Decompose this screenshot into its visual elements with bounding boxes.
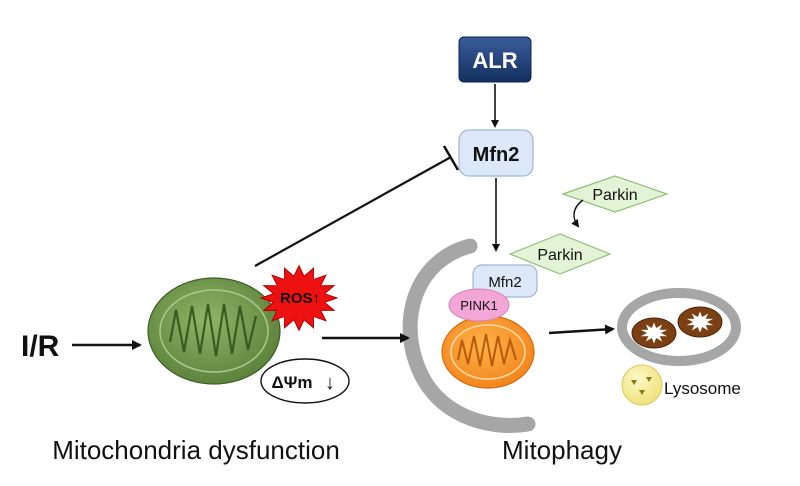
parkin-node-2: Parkin (508, 233, 612, 275)
damaged-mitochondrion (441, 315, 535, 389)
ros-label: ROS↑ (280, 290, 320, 307)
phagophore-membrane (402, 238, 536, 433)
ir-label: I/R (21, 330, 60, 363)
mitophagy-to-autolysosome-arrow (548, 324, 615, 335)
autolysosome (617, 288, 741, 366)
degraded-mito-1 (631, 317, 677, 349)
pink1-label: PINK1 (460, 298, 498, 313)
mfn2-top-label: Mfn2 (473, 144, 520, 166)
lysosome: Lysosome (621, 364, 741, 406)
delta-psi-label: ΔΨm (271, 373, 312, 392)
degraded-mito-2 (677, 306, 723, 338)
parkin-recruit-arrow (571, 199, 584, 228)
mfn2-bound-label: Mfn2 (488, 274, 521, 291)
inhibition-bar (442, 145, 460, 171)
mfn2-bound-node: Mfn2 (472, 264, 538, 298)
alr-label: ALR (472, 48, 517, 73)
green-mitochondrion (147, 277, 281, 385)
lysosome-label: Lysosome (664, 379, 741, 398)
inhibition-line (254, 156, 452, 267)
alr-node: ALR (458, 36, 532, 83)
caption-mitophagy: Mitophagy (502, 435, 622, 465)
caption-mitochondria-dysfunction: Mitochondria dysfunction (52, 435, 340, 465)
parkin-label-2: Parkin (537, 247, 582, 264)
pink1-node: PINK1 (448, 288, 510, 322)
parkin-label-1: Parkin (592, 187, 637, 204)
mfn2-top-node: Mfn2 (458, 129, 534, 177)
membrane-potential-node: ΔΨm ↓ (260, 358, 350, 404)
delta-psi-down-arrow: ↓ (325, 372, 335, 394)
ros-burst: ROS↑ (259, 264, 339, 332)
parkin-node-1: Parkin (561, 175, 669, 213)
